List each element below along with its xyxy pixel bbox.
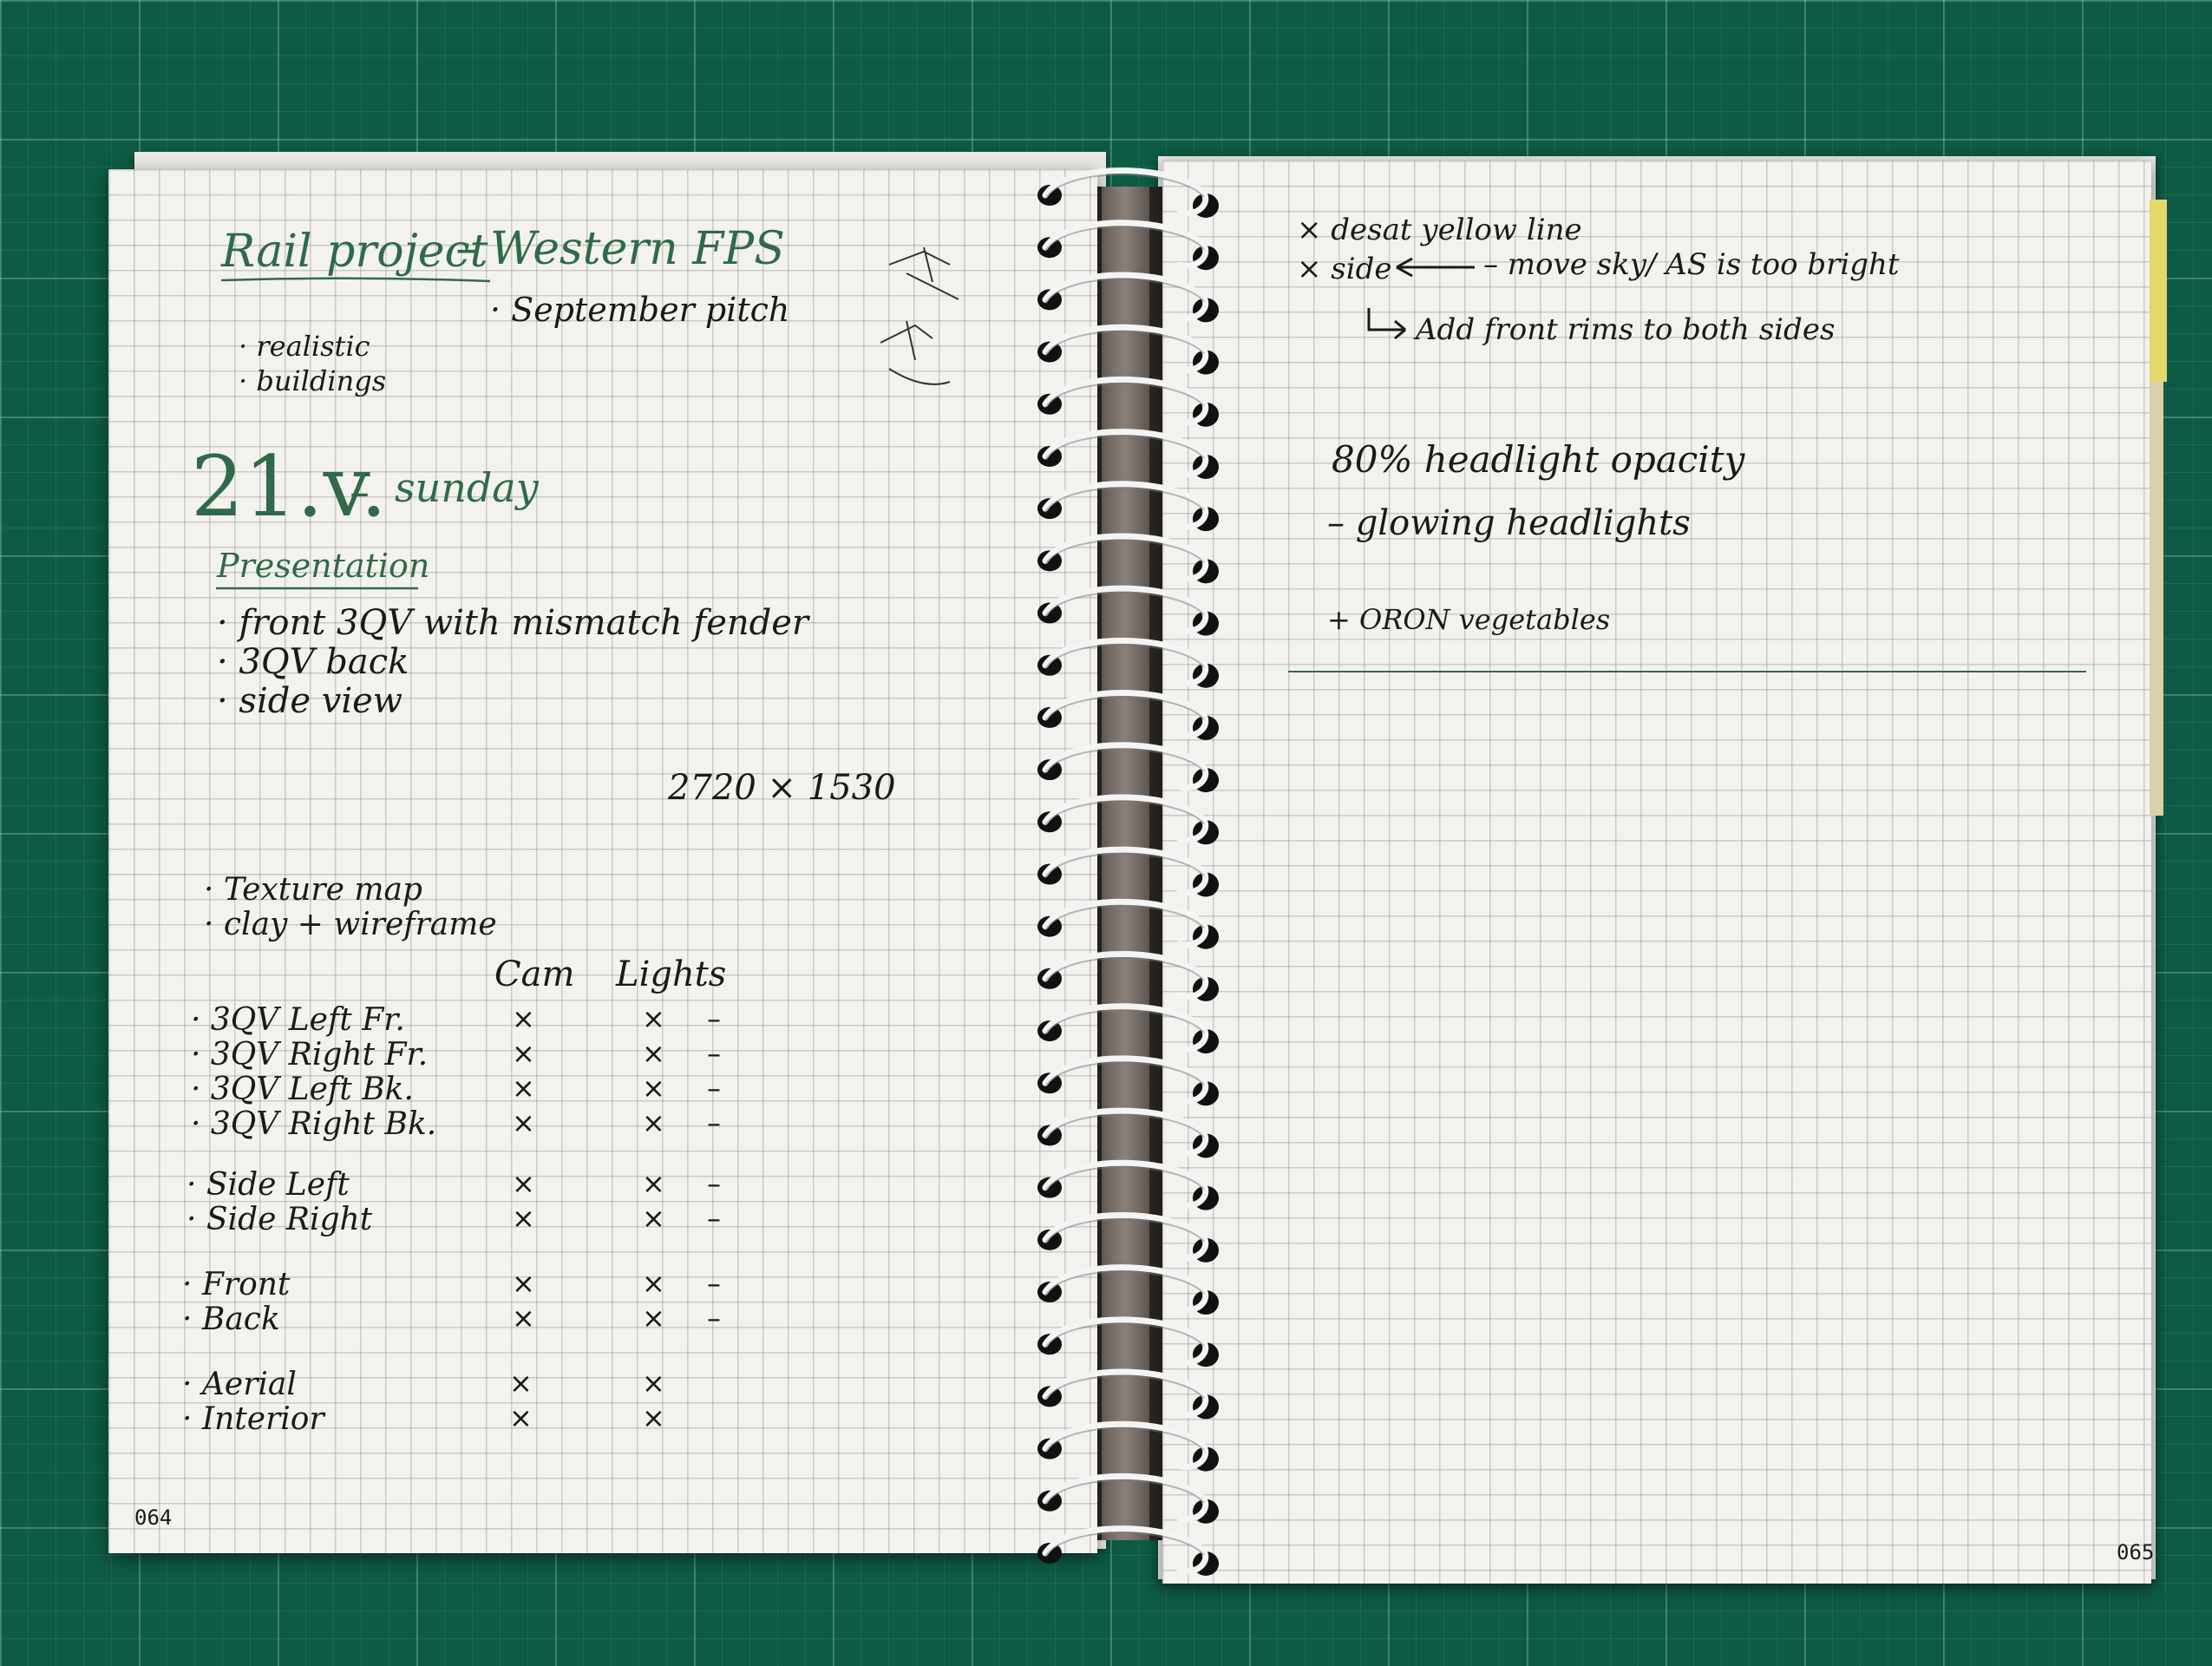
row-label: · 3QV Left Bk.: [191, 1072, 414, 1107]
tab-edge: [2150, 382, 2163, 816]
row-label: · Interior: [182, 1401, 324, 1437]
row-label: · 3QV Right Bk.: [191, 1106, 437, 1142]
row-extra-mark: –: [707, 1302, 721, 1335]
row-lights-mark: ×: [642, 1401, 665, 1434]
presentation-item-side: · side view: [217, 681, 403, 721]
texture-item-map: · Texture map: [204, 872, 422, 908]
row-lights-mark: ×: [642, 1002, 665, 1035]
row-lights-mark: ×: [642, 1106, 665, 1139]
presentation-item-back: · 3QV back: [217, 642, 409, 682]
row-label: · 3QV Left Fr.: [191, 1002, 405, 1038]
date-day: sunday: [395, 464, 539, 511]
resolution-note: 2720 × 1530: [668, 768, 896, 808]
note-glowing-headlights: – glowing headlights: [1327, 503, 1691, 543]
note-headlight-opacity: 80% headlight opacity: [1332, 438, 1745, 481]
row-cam-mark: ×: [512, 1167, 535, 1200]
row-lights-mark: ×: [642, 1037, 665, 1070]
note-side: × side: [1297, 252, 1392, 286]
bullet-buildings: · buildings: [239, 364, 387, 397]
page-number-right: 065: [2117, 1540, 2155, 1564]
row-lights-mark: ×: [642, 1167, 665, 1200]
row-cam-mark: ×: [512, 1037, 535, 1070]
presentation-underline: [216, 587, 418, 590]
row-cam-mark: ×: [512, 1106, 535, 1139]
row-extra-mark: –: [707, 1267, 721, 1300]
row-label: · Side Right: [187, 1202, 373, 1237]
september-pitch: · September pitch: [490, 291, 790, 329]
title-underline: [220, 277, 491, 283]
green-divider-line: [1288, 671, 2086, 672]
row-cam-mark: ×: [512, 1072, 535, 1105]
note-add-front-rims: Add front rims to both sides: [1416, 312, 1836, 347]
row-cam-mark: ×: [512, 1267, 535, 1300]
presentation-heading: Presentation: [217, 547, 430, 585]
project-subtitle: Western FPS: [490, 223, 785, 275]
note-desat-yellow-line: × desat yellow line: [1297, 213, 1582, 247]
row-lights-mark: ×: [642, 1072, 665, 1105]
note-vegetables: + ORON vegetables: [1327, 603, 1611, 636]
project-title: Rail project: [221, 226, 488, 278]
row-cam-mark: ×: [509, 1367, 533, 1400]
left-notebook-page: Rail project – Western FPS · September p…: [108, 169, 1097, 1553]
row-extra-mark: –: [707, 1202, 721, 1235]
row-extra-mark: –: [707, 1106, 721, 1139]
page-number-left: 064: [134, 1505, 173, 1530]
return-arrow-icon: [1367, 308, 1406, 340]
row-label: · Aerial: [182, 1367, 297, 1402]
row-label: · Front: [182, 1267, 291, 1302]
row-extra-mark: –: [707, 1037, 721, 1070]
header-lights: Lights: [616, 954, 727, 994]
row-lights-mark: ×: [642, 1367, 665, 1400]
yellow-tab: [2150, 200, 2167, 382]
row-cam-mark: ×: [512, 1002, 535, 1035]
header-cam: Cam: [494, 954, 575, 994]
row-cam-mark: ×: [512, 1302, 535, 1335]
texture-item-clay: · clay + wireframe: [204, 907, 497, 942]
title-dash: –: [455, 223, 478, 275]
spine-page-edges: [1102, 187, 1149, 1540]
note-move-sky: – move sky/ AS is too bright: [1483, 247, 1900, 282]
row-extra-mark: –: [707, 1072, 721, 1105]
row-cam-mark: ×: [509, 1401, 533, 1434]
row-label: · Back: [182, 1302, 280, 1337]
row-lights-mark: ×: [642, 1202, 665, 1235]
presentation-item-front: · front 3QV with mismatch fender: [217, 603, 809, 643]
row-extra-mark: –: [707, 1002, 721, 1035]
sketch-doodle: [880, 246, 959, 385]
date-number: 21.v.: [191, 438, 388, 535]
row-label: · Side Left: [187, 1167, 350, 1203]
bullet-realistic: · realistic: [239, 330, 370, 363]
arrow-left-icon: [1396, 257, 1475, 278]
row-extra-mark: –: [707, 1167, 721, 1200]
row-lights-mark: ×: [642, 1302, 665, 1335]
row-cam-mark: ×: [512, 1202, 535, 1235]
right-notebook-page: × desat yellow line × side – move sky/ A…: [1162, 161, 2155, 1584]
row-label: · 3QV Right Fr.: [191, 1037, 429, 1072]
row-lights-mark: ×: [642, 1267, 665, 1300]
date-dash: –: [350, 469, 370, 515]
